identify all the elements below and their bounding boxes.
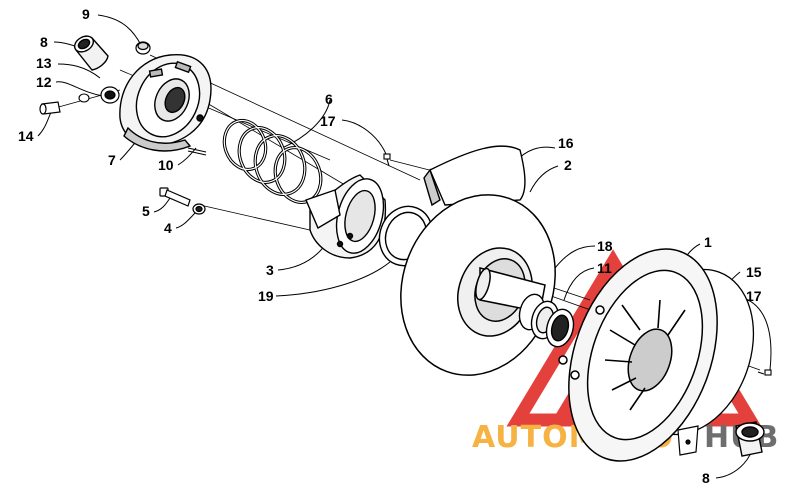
part-5-bolt (159, 187, 191, 207)
leader-4 (175, 211, 197, 229)
leader-17-top (341, 119, 387, 155)
callout-5: 5 (142, 203, 150, 219)
callout-12: 12 (36, 74, 52, 90)
callout-2: 2 (564, 157, 572, 173)
callout-labels: 9 8 13 12 14 7 10 6 17 16 2 5 4 3 19 18 … (18, 6, 762, 486)
callout-6: 6 (325, 91, 333, 107)
callout-19: 19 (258, 288, 274, 304)
leader-5 (153, 197, 171, 213)
callout-3: 3 (266, 262, 274, 278)
callout-16: 16 (558, 135, 574, 151)
part-17-screw-top (383, 153, 391, 167)
part-12-washer (78, 93, 90, 103)
callout-8-bottom: 8 (702, 470, 710, 486)
part-10-pin (187, 147, 207, 156)
part-17-screw-right (757, 369, 772, 376)
callout-13: 13 (36, 55, 52, 71)
part-8-bushing-top (73, 35, 109, 71)
callout-18: 18 (597, 238, 613, 254)
callout-15: 15 (746, 264, 762, 280)
callout-11: 11 (597, 260, 612, 276)
part-8-bushing-bottom (735, 421, 765, 457)
leader-13 (57, 63, 101, 79)
part-7-spider-cover (119, 54, 212, 152)
part-3-cam-housing (305, 174, 387, 259)
leader-9 (97, 14, 142, 46)
leader-18 (554, 245, 596, 269)
part-14-pin (39, 101, 61, 115)
part-bracket (677, 425, 699, 456)
callout-10: 10 (158, 157, 174, 173)
callout-1: 1 (704, 234, 712, 250)
callout-9: 9 (82, 6, 90, 22)
callout-4: 4 (164, 220, 172, 236)
callout-17-right: 17 (746, 288, 762, 304)
part-1-fixed-sheave (558, 248, 718, 462)
leader-6 (281, 99, 331, 149)
leader-19 (275, 261, 391, 297)
callout-17-top: 17 (320, 113, 336, 129)
leader-10 (177, 147, 197, 166)
leader-11 (563, 267, 595, 301)
part-11-washers (530, 300, 575, 348)
part-9-nut (135, 41, 151, 55)
part-16-cover-plate (423, 145, 526, 207)
callout-7: 7 (108, 152, 116, 168)
part-13-roller (100, 86, 120, 104)
callout-8-top: 8 (40, 34, 48, 50)
part-4-nut (192, 203, 206, 215)
leader-12 (55, 81, 104, 97)
leader-2 (529, 165, 559, 193)
callout-14: 14 (18, 128, 34, 144)
